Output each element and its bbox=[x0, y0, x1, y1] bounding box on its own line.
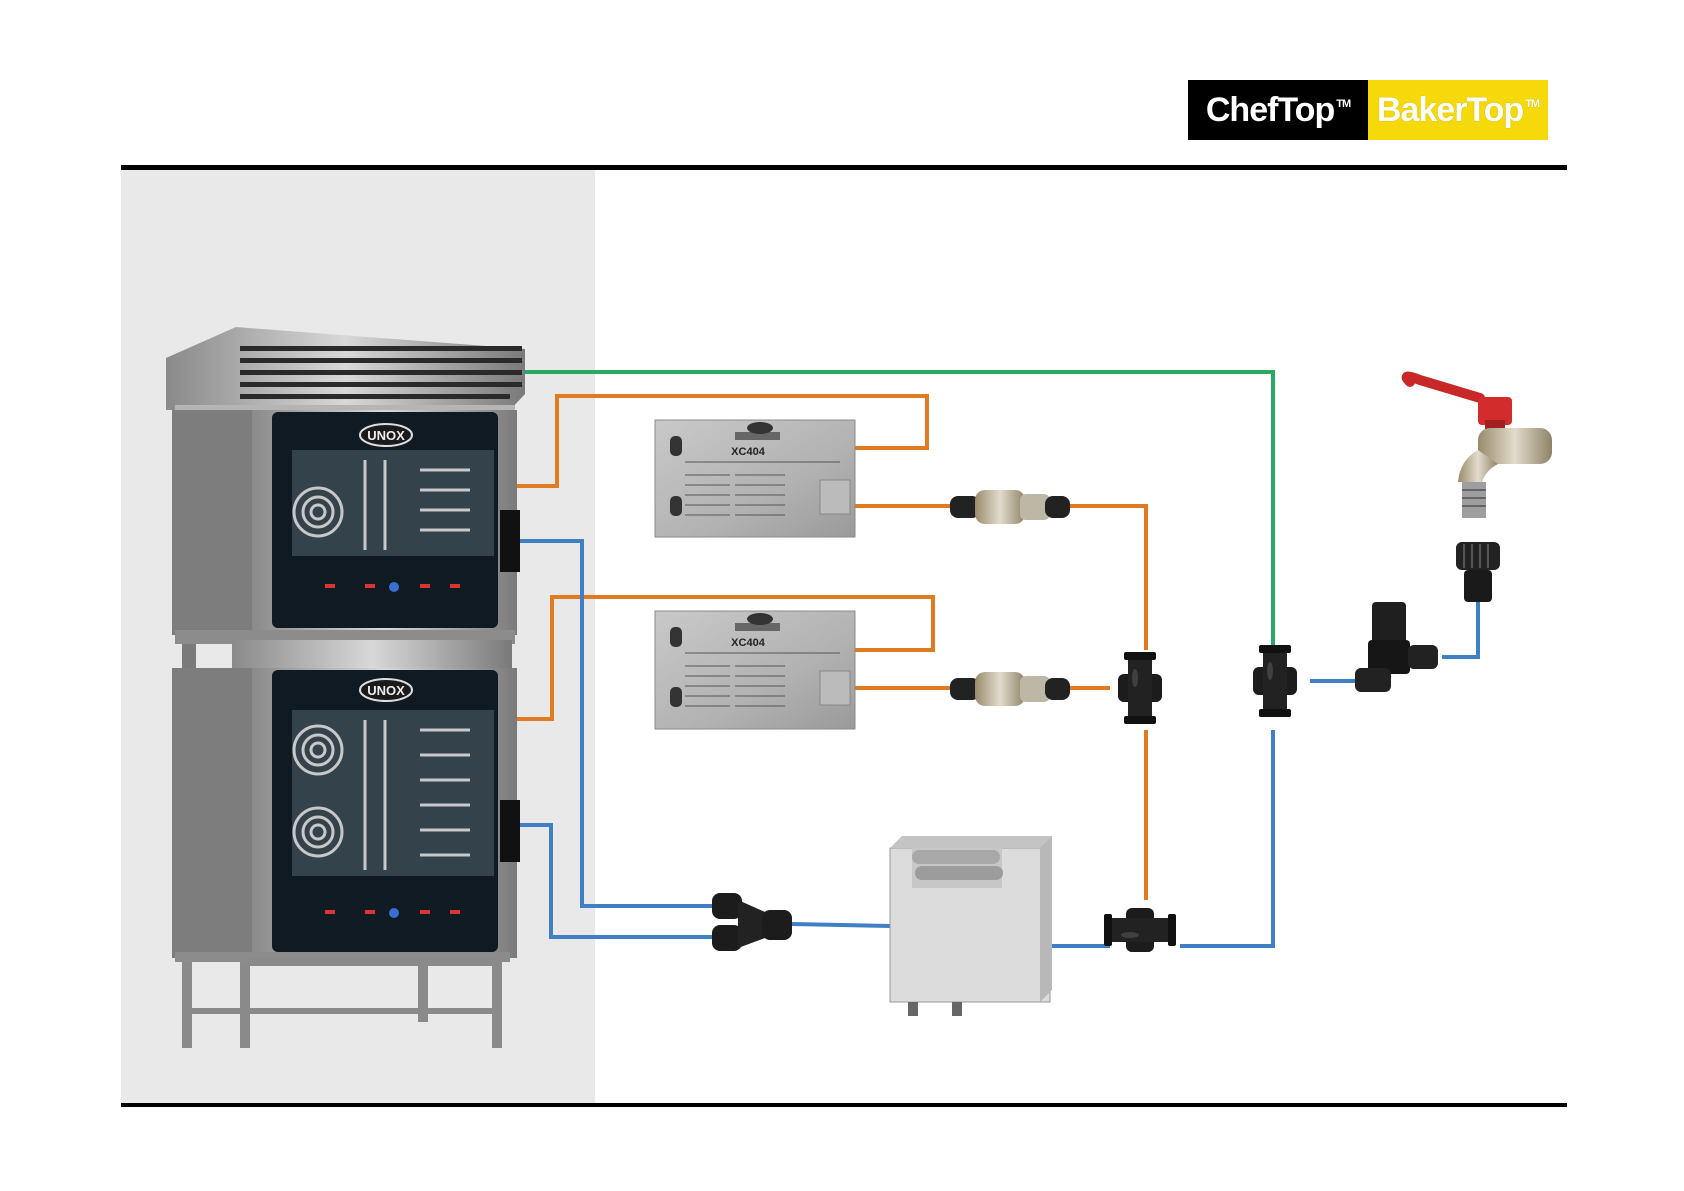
pressure-reducer-icon bbox=[1355, 602, 1438, 692]
green-supply-pipe bbox=[505, 372, 1273, 672]
stacking-kit bbox=[232, 640, 512, 668]
oven-stand-icon bbox=[182, 958, 502, 1048]
solenoid-valve-upper-icon bbox=[950, 490, 1070, 524]
solenoid-valve-lower-icon bbox=[950, 672, 1070, 706]
control-box-lower-icon: XC404 bbox=[655, 611, 855, 729]
top-oven-badge: UNOX bbox=[367, 428, 405, 443]
y-fitting-icon bbox=[712, 893, 792, 951]
tee-fitting-bottom-icon bbox=[1104, 908, 1176, 952]
bottom-oven-badge: UNOX bbox=[367, 683, 405, 698]
condensation-hood-icon bbox=[166, 327, 525, 413]
bottom-oven-icon: UNOX bbox=[172, 668, 520, 962]
control-box-lower-model: XC404 bbox=[731, 637, 766, 649]
tee-fitting-orange-icon bbox=[1118, 652, 1162, 724]
water-tap-icon bbox=[1407, 376, 1552, 518]
top-oven-icon: UNOX bbox=[172, 410, 520, 644]
control-box-upper-icon: XC404 bbox=[655, 420, 855, 537]
control-box-upper-model: XC404 bbox=[731, 446, 766, 458]
hose-connector-icon bbox=[1456, 542, 1500, 602]
water-softener-icon bbox=[890, 836, 1052, 1016]
tee-fitting-green-icon bbox=[1253, 645, 1297, 717]
oven-stack: UNOX bbox=[166, 327, 525, 1048]
